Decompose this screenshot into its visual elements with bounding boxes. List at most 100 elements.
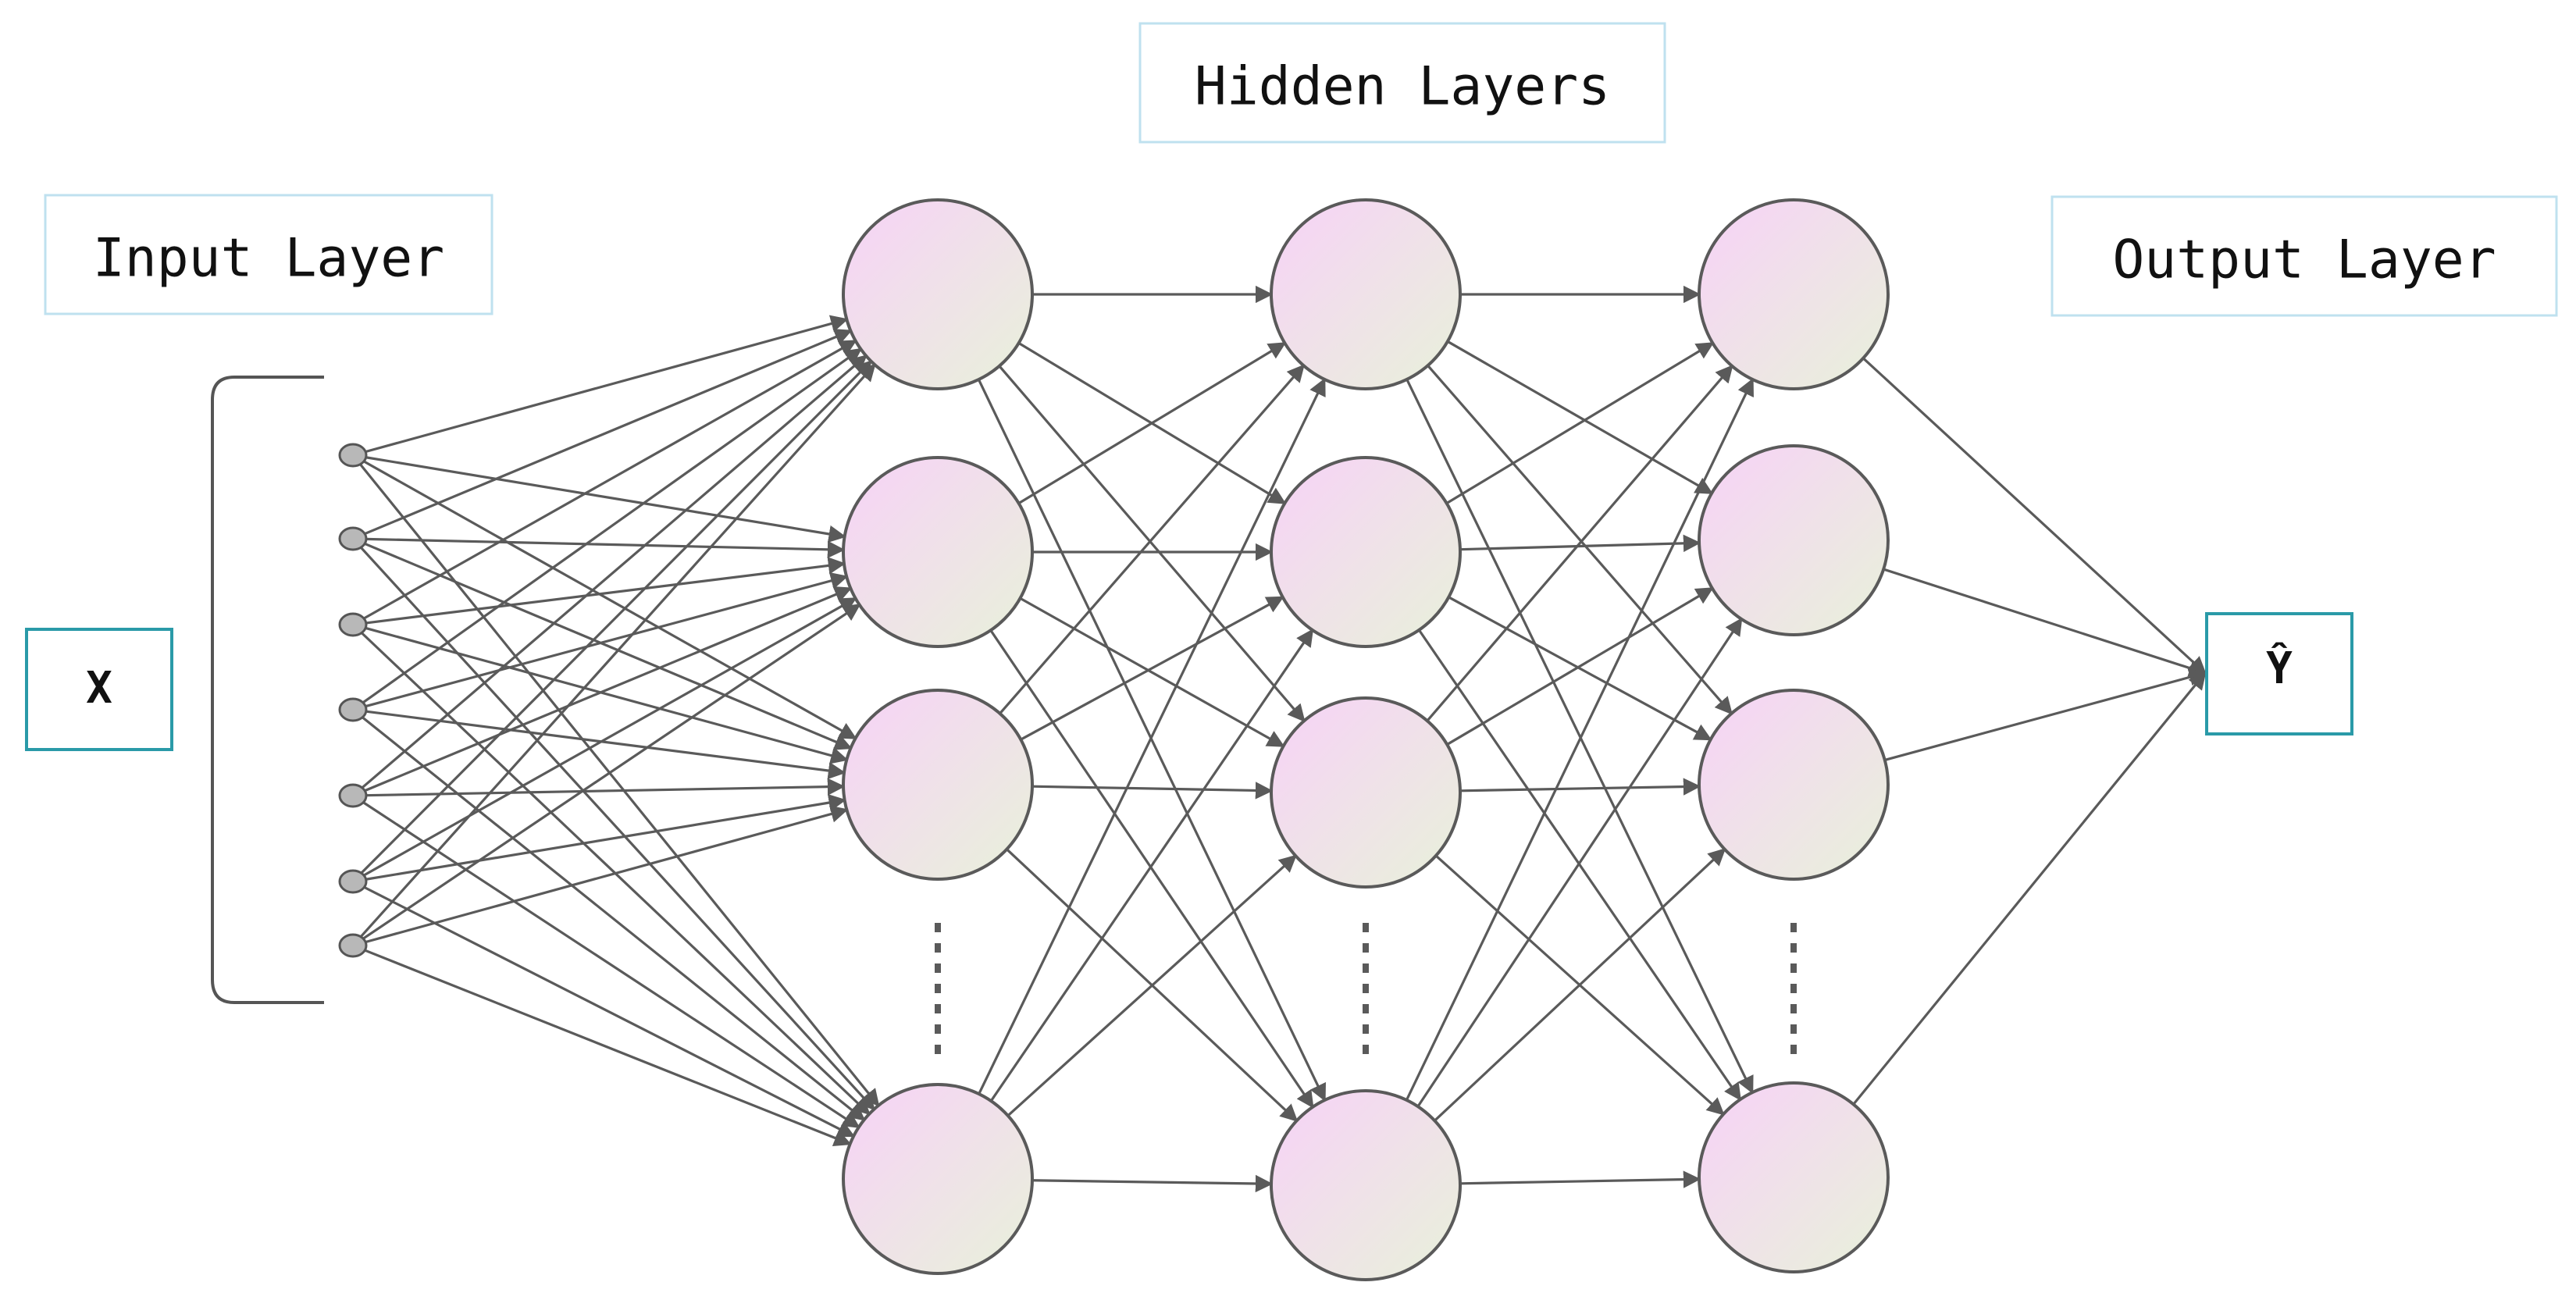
- hidden-layer-1-node-2: [842, 456, 1034, 648]
- edge-h1-1-h2-4: [977, 379, 1327, 1102]
- input-node-2: [338, 526, 368, 551]
- edge-h3-4-output: [1852, 671, 2207, 1106]
- ellipsis-dot-layer-2-2: [1363, 943, 1369, 953]
- ellipsis-dot-layer-2-1: [1363, 923, 1369, 932]
- edge-input-6-h1-3: [365, 794, 846, 881]
- edge-h2-4-h3-3: [1434, 848, 1726, 1122]
- input-nodes: [338, 443, 368, 958]
- edge-input-5-h1-1: [362, 354, 868, 789]
- ellipsis-dot-layer-3-5: [1790, 1004, 1797, 1013]
- edge-h2-2-h3-3: [1448, 596, 1712, 741]
- edge-h1-4-h2-4: [1031, 1174, 1274, 1193]
- edge-input-4-h1-4: [362, 716, 866, 1121]
- edge-h2-4-h3-2: [1416, 617, 1743, 1108]
- edge-input-5-h1-4: [362, 801, 860, 1129]
- edge-h1-4-h2-2: [989, 629, 1314, 1102]
- edge-h1-2-h2-1: [1017, 342, 1287, 504]
- edge-input-6-h1-2: [363, 597, 857, 877]
- edge-input-4-h1-1: [362, 347, 863, 704]
- edge-input-5-h1-3: [365, 778, 846, 797]
- input-node-7: [338, 933, 368, 958]
- hidden-layers-label: Hidden Layers: [1138, 22, 1666, 144]
- edge-h2-1-h3-2: [1447, 340, 1714, 495]
- input-node-3: [338, 612, 368, 637]
- edge-h3-3-output: [1884, 668, 2207, 761]
- input-node-6: [338, 869, 368, 894]
- hidden-layer-2-node-3: [1270, 696, 1462, 889]
- edge-input-3-h1-1: [363, 340, 857, 620]
- input-layer-text: Input Layer: [93, 228, 444, 290]
- edge-input-2-h1-4: [360, 547, 875, 1111]
- input-node-1: [338, 443, 368, 468]
- edge-input-3-h1-3: [365, 626, 849, 764]
- input-layer-label: Input Layer: [44, 194, 493, 315]
- edge-input-1-h1-1: [365, 315, 849, 454]
- edge-h1-1-h2-3: [998, 365, 1306, 722]
- edge-h2-2-h3-1: [1445, 342, 1715, 504]
- ellipsis-dot-layer-3-4: [1790, 984, 1797, 993]
- ellipsis-dot-layer-1-4: [935, 984, 941, 993]
- edge-h1-4-h2-1: [978, 377, 1326, 1095]
- output-variable-text: Ŷ: [2266, 643, 2293, 694]
- edge-h3-1-output: [1862, 357, 2207, 675]
- edge-input-7-h1-3: [365, 805, 849, 944]
- ellipsis-dot-layer-1-5: [935, 1004, 941, 1013]
- edge-h2-4-h3-1: [1405, 378, 1755, 1101]
- edge-h2-3-h3-1: [1426, 365, 1733, 722]
- hidden-layer-3-node-1: [1698, 198, 1890, 390]
- ellipsis-dot-layer-2-7: [1363, 1045, 1369, 1054]
- edge-input-6-h1-1: [361, 360, 873, 874]
- hidden-layer-3-node-2: [1698, 444, 1890, 636]
- ellipsis-dot-layer-1-1: [935, 923, 941, 932]
- hidden-layer-1-node-4: [842, 1083, 1034, 1275]
- hidden-ellipses: [935, 923, 1797, 1054]
- edge-h2-4-h3-4: [1459, 1170, 1701, 1188]
- ellipsis-dot-layer-2-6: [1363, 1024, 1369, 1034]
- edge-input-2-h1-3: [364, 542, 853, 750]
- edge-input-2-h1-2: [365, 537, 846, 558]
- edge-input-2-h1-1: [364, 329, 853, 536]
- edge-input-3-h1-2: [365, 557, 846, 625]
- edge-h2-3-h3-2: [1446, 587, 1714, 746]
- hidden-layer-2-node-4: [1270, 1089, 1462, 1281]
- hidden-layer-3-node-3: [1698, 689, 1890, 881]
- edge-input-1-h1-2: [365, 456, 846, 543]
- input-variable-box: X: [25, 628, 173, 751]
- hidden-layers-text: Hidden Layers: [1195, 56, 1610, 118]
- ellipsis-dot-layer-3-7: [1790, 1045, 1797, 1054]
- edge-input-6-h1-4: [363, 885, 856, 1138]
- ellipsis-dot-layer-2-4: [1363, 984, 1369, 993]
- hidden-layer-1-node-3: [842, 689, 1034, 881]
- edge-h2-2-h3-2: [1459, 534, 1701, 553]
- hidden-layer-2-node-1: [1270, 198, 1462, 390]
- edge-h2-1-h3-4: [1406, 379, 1754, 1095]
- ellipsis-dot-layer-2-5: [1363, 1004, 1369, 1013]
- ellipsis-dot-layer-1-7: [935, 1045, 941, 1054]
- ellipsis-dot-layer-1-6: [935, 1024, 941, 1034]
- edge-input-7-h1-1: [360, 363, 876, 938]
- edge-input-7-h1-4: [364, 949, 852, 1147]
- ellipsis-dot-layer-3-1: [1790, 923, 1797, 932]
- ellipsis-dot-layer-1-3: [935, 963, 941, 973]
- ellipsis-dot-layer-3-6: [1790, 1024, 1797, 1034]
- hidden-layer-3-node-4: [1698, 1081, 1890, 1273]
- edge-h1-2-h2-4: [989, 629, 1314, 1109]
- edge-h2-1-h3-3: [1427, 365, 1733, 715]
- output-variable-box: Ŷ: [2205, 612, 2353, 735]
- input-node-4: [338, 697, 368, 722]
- input-variable-text: X: [86, 663, 112, 714]
- output-layer-text: Output Layer: [2112, 230, 2496, 291]
- ellipsis-dot-layer-1-2: [935, 943, 941, 953]
- hidden-layer-1-node-1: [842, 198, 1034, 390]
- hidden-layer-2-node-2: [1270, 456, 1462, 648]
- input-node-5: [338, 783, 368, 808]
- ellipsis-dot-layer-3-2: [1790, 943, 1797, 953]
- edge-h1-4-h2-3: [1007, 854, 1297, 1117]
- edge-h2-3-h3-3: [1459, 778, 1701, 796]
- edge-h3-2-output: [1883, 568, 2207, 677]
- output-layer-label: Output Layer: [2050, 195, 2558, 317]
- input-bracket: [211, 376, 324, 1004]
- edge-input-5-h1-2: [364, 586, 853, 792]
- ellipsis-dot-layer-3-3: [1790, 963, 1797, 973]
